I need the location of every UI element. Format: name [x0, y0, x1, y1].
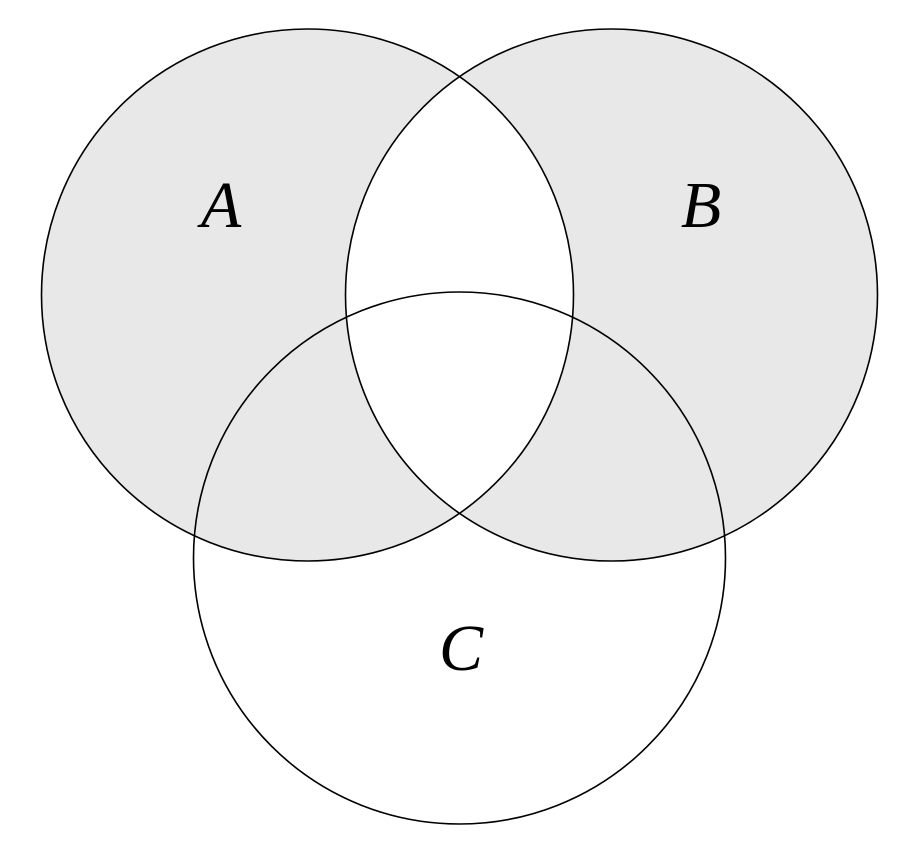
set-label-b: B	[681, 169, 721, 242]
circle-b	[344, 28, 879, 562]
circle-c	[192, 291, 727, 825]
set-label-c: C	[439, 612, 484, 685]
circle-a	[40, 28, 575, 562]
set-label-a: A	[197, 169, 242, 242]
shaded-region-symmetric-difference	[41, 29, 878, 562]
